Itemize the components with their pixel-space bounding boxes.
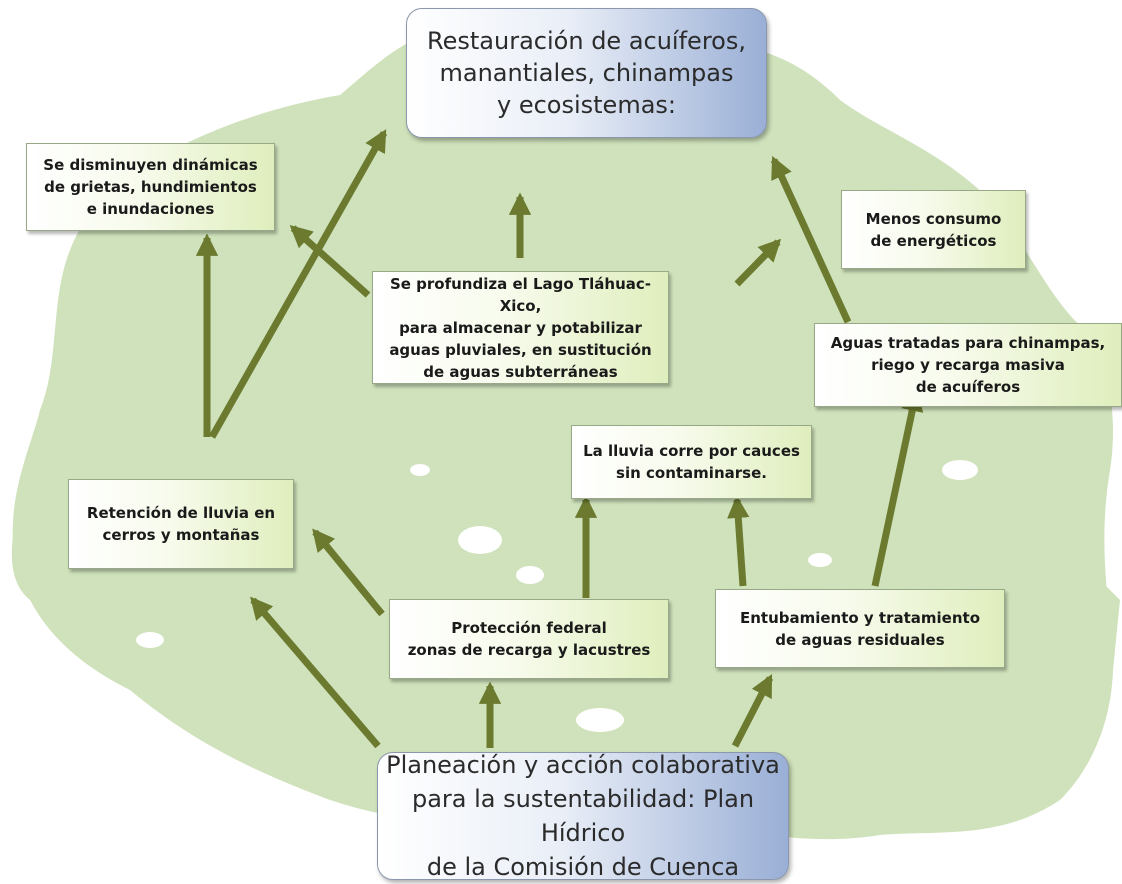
lake-spot	[458, 526, 502, 554]
arrow-proteccion-to-retencion	[312, 528, 385, 617]
aguas-tratadas-box: Aguas tratadas para chinampas, riego y r…	[814, 323, 1122, 407]
arrow-entubamiento-to-aguas	[871, 388, 924, 587]
arrow-lago-to-energeticos	[734, 238, 782, 287]
arrow-entubamiento-to-cauces	[727, 495, 750, 587]
proteccion-box: Protección federal zonas de recarga y la…	[389, 599, 669, 679]
lluvia-cauces-box: La lluvia corre por cauces sin contamina…	[571, 425, 812, 499]
arrow-retencion-to-goal	[208, 129, 388, 439]
grietas-box: Se disminuyen dinámicas de grietas, hund…	[26, 143, 275, 231]
arrow-aguas-to-goal	[770, 155, 852, 324]
lago-box: Se profundiza el Lago Tláhuac-Xico, para…	[372, 271, 669, 384]
arrow-base-to-entubamiento	[731, 674, 774, 748]
entubamiento-box: Entubamiento y tratamiento de aguas resi…	[715, 589, 1005, 668]
retencion-box: Retención de lluvia en cerros y montañas	[68, 479, 294, 569]
energeticos-box: Menos consumo de energéticos	[841, 190, 1026, 269]
arrow-lago-to-grietas	[289, 225, 371, 298]
arrow-base-to-retencion	[250, 596, 381, 749]
goal-restauracion-box: Restauración de acuíferos, manantiales, …	[406, 8, 767, 138]
base-planeacion-box: Planeación y acción colaborativa para la…	[377, 751, 789, 881]
